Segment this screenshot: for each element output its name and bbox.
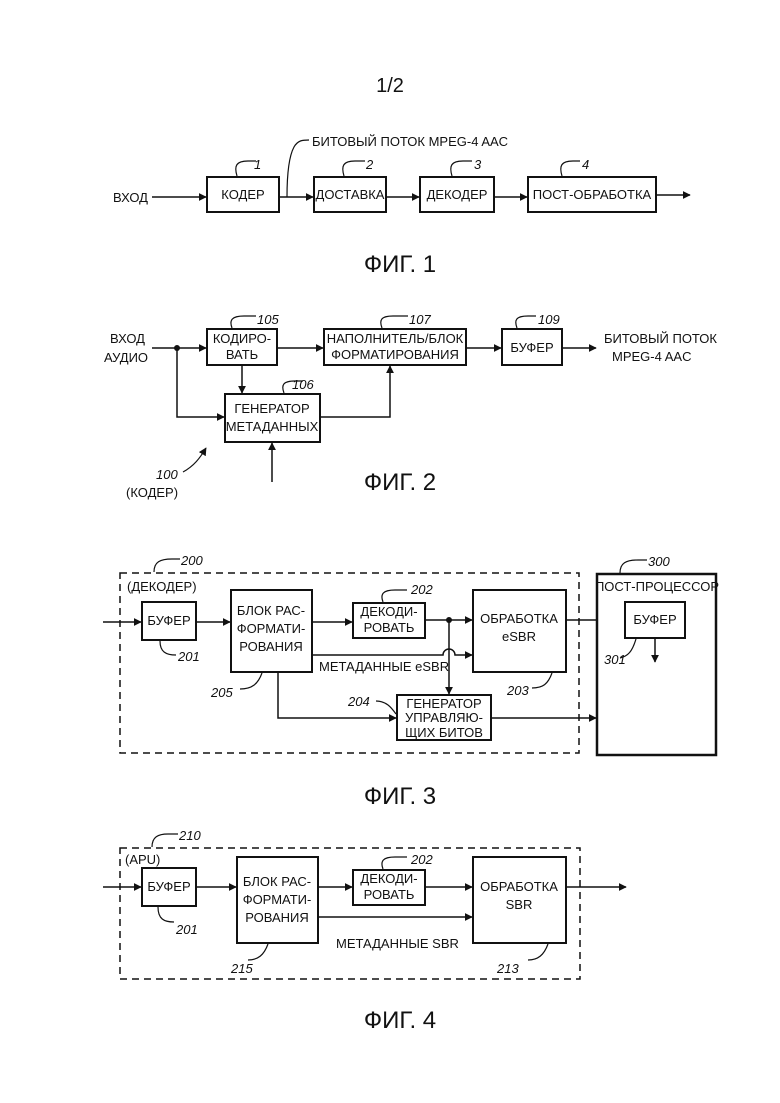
fig1-decoder-label: ДЕКОДЕР xyxy=(427,187,488,202)
fig2-filler-ref: 107 xyxy=(409,312,431,327)
page-number: 1/2 xyxy=(376,75,404,97)
fig3-postproc-ref: 300 xyxy=(648,554,670,569)
fig4-buffer-label: БУФЕР xyxy=(147,879,190,894)
fig3-metadata-label: МЕТАДАННЫЕ eSBR xyxy=(319,659,449,674)
fig3-esbr-ref: 203 xyxy=(506,683,529,698)
fig3-caption: ФИГ. 3 xyxy=(364,783,436,810)
fig3-ctrl-line3: ЩИХ БИТОВ xyxy=(405,725,483,740)
fig2-buffer-ref: 109 xyxy=(538,312,560,327)
fig1-caption: ФИГ. 1 xyxy=(364,251,436,278)
fig1-encoder-label: КОДЕР xyxy=(221,187,264,202)
fig3-decode-line1: ДЕКОДИ- xyxy=(360,604,417,619)
fig3-post-buffer-ref: 301 xyxy=(604,652,626,667)
fig4-buffer-ref: 201 xyxy=(175,922,198,937)
fig4-deformat-line1: БЛОК РАС- xyxy=(243,874,311,889)
fig1-delivery-ref: 2 xyxy=(365,157,374,172)
fig4-sbr-ref: 213 xyxy=(496,961,519,976)
figure-1: ВХОД КОДЕР 1 БИТОВЫЙ ПОТОК MPEG-4 AAC ДО… xyxy=(113,134,690,278)
fig3-decode-ref: 202 xyxy=(410,582,433,597)
fig4-decode-line2: РОВАТЬ xyxy=(364,887,415,902)
fig3-deformat-line2: ФОРМАТИ- xyxy=(237,621,306,636)
fig3-esbr-line1: ОБРАБОТКА xyxy=(480,611,558,626)
fig3-decode-line2: РОВАТЬ xyxy=(364,620,415,635)
fig3-postproc-label: ПОСТ-ПРОЦЕССОР xyxy=(595,579,719,594)
fig3-buffer-label: БУФЕР xyxy=(147,613,190,628)
fig4-apu-label: (APU) xyxy=(125,852,160,867)
fig4-deformat-ref: 215 xyxy=(230,961,253,976)
figure-3: 200 (ДЕКОДЕР) БУФЕР 201 БЛОК РАС- ФОРМАТ… xyxy=(103,553,719,810)
fig3-decoder-label: (ДЕКОДЕР) xyxy=(127,579,197,594)
fig3-deformat-ref: 205 xyxy=(210,685,233,700)
fig3-ctrl-line1: ГЕНЕРАТОР xyxy=(406,696,481,711)
fig3-ctrl-ref: 204 xyxy=(347,694,370,709)
fig3-deformat-line1: БЛОК РАС- xyxy=(237,603,305,618)
fig2-caption: ФИГ. 2 xyxy=(364,469,436,496)
fig4-caption: ФИГ. 4 xyxy=(364,1007,436,1034)
figure-4: 210 (APU) БУФЕР 201 БЛОК РАС- ФОРМАТИ- Р… xyxy=(103,828,626,1034)
fig3-decoder-ref: 200 xyxy=(180,553,203,568)
fig2-filler-line1: НАПОЛНИТЕЛЬ/БЛОК xyxy=(327,331,464,346)
fig2-encoder-label: (КОДЕР) xyxy=(126,485,178,500)
figure-2: ВХОД АУДИО КОДИРО- ВАТЬ 105 НАПОЛНИТЕЛЬ/… xyxy=(104,312,717,500)
fig1-encoder-ref: 1 xyxy=(254,157,261,172)
fig2-input-label-line2: АУДИО xyxy=(104,350,148,365)
fig1-bitstream-label: БИТОВЫЙ ПОТОК MPEG-4 AAC xyxy=(312,134,508,149)
fig1-decoder-ref: 3 xyxy=(474,157,482,172)
fig2-output-line1: БИТОВЫЙ ПОТОК xyxy=(604,331,717,346)
fig4-sbr-line1: ОБРАБОТКА xyxy=(480,879,558,894)
fig4-deformat-line3: РОВАНИЯ xyxy=(245,910,309,925)
fig4-decode-ref: 202 xyxy=(410,852,433,867)
fig2-metagen-ref: 106 xyxy=(292,377,314,392)
fig2-metagen-line1: ГЕНЕРАТОР xyxy=(234,401,309,416)
fig2-encode-line2: ВАТЬ xyxy=(226,347,258,362)
fig1-input-label: ВХОД xyxy=(113,190,148,205)
fig1-postproc-ref: 4 xyxy=(582,157,589,172)
fig1-postproc-label: ПОСТ-ОБРАБОТКА xyxy=(533,187,652,202)
fig2-output-line2: MPEG-4 AAC xyxy=(612,349,691,364)
fig4-deformat-line2: ФОРМАТИ- xyxy=(243,892,312,907)
fig3-buffer-ref: 201 xyxy=(177,649,200,664)
fig2-input-label-line1: ВХОД xyxy=(110,331,145,346)
fig1-delivery-label: ДОСТАВКА xyxy=(316,187,385,202)
fig3-ctrl-line2: УПРАВЛЯЮ- xyxy=(405,710,483,725)
fig2-encoder-ref: 100 xyxy=(156,467,178,482)
fig4-decode-line1: ДЕКОДИ- xyxy=(360,871,417,886)
fig2-encode-ref: 105 xyxy=(257,312,279,327)
fig4-apu-ref: 210 xyxy=(178,828,201,843)
fig3-deformat-line3: РОВАНИЯ xyxy=(239,639,303,654)
fig2-filler-line2: ФОРМАТИРОВАНИЯ xyxy=(331,347,459,362)
fig4-sbr-line2: SBR xyxy=(506,897,533,912)
fig2-buffer-label: БУФЕР xyxy=(510,340,553,355)
fig3-post-buffer-label: БУФЕР xyxy=(633,612,676,627)
fig2-encode-line1: КОДИРО- xyxy=(213,331,271,346)
fig3-esbr-line2: eSBR xyxy=(502,629,536,644)
fig4-metadata-label: МЕТАДАННЫЕ SBR xyxy=(336,936,459,951)
fig2-metagen-line2: МЕТАДАННЫХ xyxy=(226,419,319,434)
